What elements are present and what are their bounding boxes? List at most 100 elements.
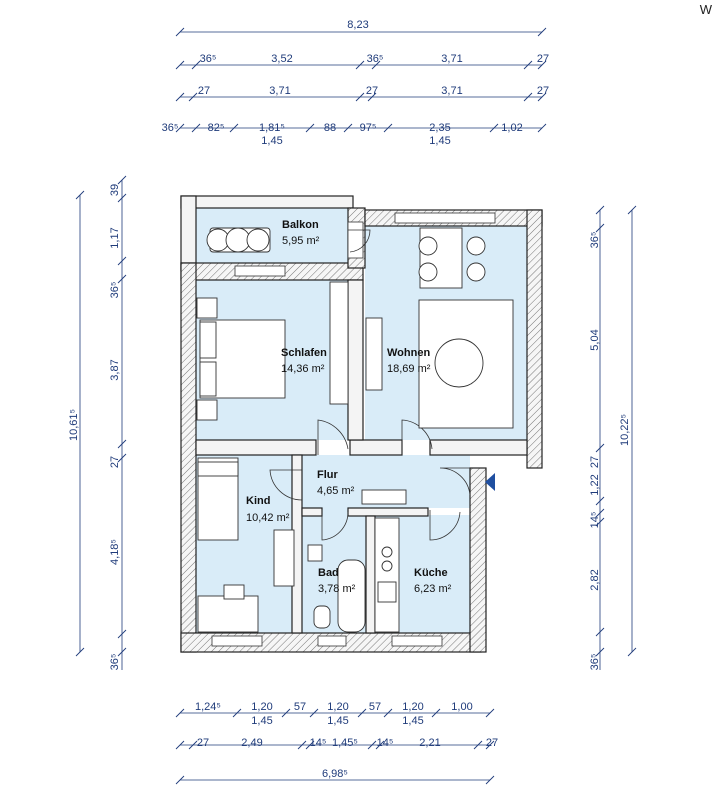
dim-top-row3-d: 88 [324,122,336,134]
entrance-arrow-icon [485,473,495,491]
dim-bottom-row2-f: 2,21 [419,737,440,749]
balcony-chair-right [246,228,270,252]
dim-top-row3-g: 1,02 [501,122,522,134]
dim-left-seg-6: 4,18⁵ [109,539,121,565]
dim-top-row3-sub-b: 1,45 [429,135,450,147]
room-name-bad: Bad [318,567,339,579]
wall-mid-south [349,439,403,456]
dim-bottom-row1-e: 57 [369,701,381,713]
dim-top-row1-e: 27 [537,53,549,65]
room-area-kind: 10,42 m² [246,512,290,524]
room-labels: Balkon 5,95 m² Schlafen 14,36 m² Wohnen … [246,219,452,595]
left-dimension-chain: 10,61⁵ 39 1,17 36⁵ 3,87 27 4,18⁵ 36⁵ [68,175,127,671]
dim-bottom-row2-d: 1,45⁵ [332,737,358,749]
window-kind [211,635,263,647]
corner-label: W [699,2,712,17]
kid-wardrobe [273,529,295,587]
dim-right-seg-4: 27 [589,456,601,468]
chair-4 [466,262,486,282]
dim-top-row3-f: 2,35 [429,122,450,134]
window-schlafen [234,265,286,277]
dim-bottom-row1-c: 57 [294,701,306,713]
doors [269,229,495,541]
dim-top-row2-b: 3,71 [269,85,290,97]
bottom-dimension-chain: 1,24⁵ 1,20 57 1,20 57 1,20 1,00 1,45 1,4… [175,701,498,785]
balcony-door [347,221,364,259]
right-dimension-chain: 36⁵ 5,04 1,22 27 14⁵ 2,82 36⁵ 10,22⁵ [589,205,637,671]
door-schlafen [317,419,349,455]
dim-top-row3-a: 36⁵ [162,122,179,134]
door-bad [321,510,349,541]
hall-cabinet [361,489,407,505]
dim-left-seg-3: 36⁵ [109,282,121,299]
room-area-kueche: 6,23 m² [414,583,452,595]
bed-pillow-bottom [199,361,217,397]
wall-west [180,262,197,653]
room-name-kind: Kind [246,495,270,507]
dim-top-row3-c: 1,81⁵ [259,122,285,134]
room-name-kueche: Küche [414,567,448,579]
room-area-flur: 4,65 m² [317,485,355,497]
kitchen-sink [377,581,397,603]
wall-wohnen-south [429,439,528,456]
furniture [196,227,514,633]
dim-top-row1-c: 36⁵ [367,53,384,65]
nightstand-bottom [196,399,218,421]
room-area-balkon: 5,95 m² [282,235,320,247]
room-name-schlafen: Schlafen [281,347,327,359]
dim-bottom-row1-a: 1,24⁵ [195,701,221,713]
windows [211,212,496,647]
sink [307,544,323,562]
chair-3 [466,236,486,256]
window-bad [317,635,347,647]
dim-right-seg-5: 14⁵ [589,512,601,529]
balcony-table [225,227,251,253]
dim-left-seg-2: 1,17 [109,227,121,248]
kitchen-counter [374,517,400,633]
chair-2 [418,262,438,282]
room-name-wohnen: Wohnen [387,347,430,359]
top-dimension-chain: 8,23 36⁵ 3,52 36⁵ 3,71 27 27 3,71 27 3,7… [162,19,550,147]
room-name-balkon: Balkon [282,219,319,231]
wall-east-lower [469,467,487,653]
dim-bottom-row1-f: 1,20 [402,701,423,713]
door-kind [269,469,303,501]
dim-bottom-row1-sub-b: 1,45 [327,715,348,727]
dim-bottom-row1-g: 1,00 [451,701,472,713]
tv-cabinet [365,317,383,391]
door-entrance [439,467,471,496]
bathtub [337,559,366,633]
dim-left-seg-7: 36⁵ [109,654,121,671]
desk [197,595,259,633]
wardrobe [329,281,349,405]
balcony-rail-top [180,195,354,209]
dim-left-total: 10,61⁵ [68,409,80,441]
chair-1 [418,236,438,256]
wall-schlafen-south [195,439,317,456]
dim-left-seg-4: 3,87 [109,359,121,380]
dim-top-row2-d: 3,71 [441,85,462,97]
window-kueche [391,635,443,647]
dim-left-seg-1: 39 [109,184,121,196]
dim-bottom-row1-d: 1,20 [327,701,348,713]
dim-bottom-row2-e: 14⁵ [377,737,394,749]
dim-top-row1-b: 3,52 [271,53,292,65]
dim-top-total: 8,23 [347,19,368,31]
dim-right-seg-2: 5,04 [589,329,601,350]
dim-right-seg-1: 36⁵ [589,232,601,249]
door-balkon [348,229,371,253]
dim-top-row2-c: 27 [366,85,378,97]
nightstand-top [196,297,218,319]
room-name-flur: Flur [317,469,338,481]
dim-bottom-total: 6,98⁵ [322,768,348,780]
window-wohnen [394,212,496,224]
dim-right-seg-7: 36⁵ [589,654,601,671]
dim-right-seg-3: 1,22 [589,474,601,495]
dim-top-row1-d: 3,71 [441,53,462,65]
desk-chair [223,584,245,600]
kid-bed-pillow [197,461,239,477]
wall-schlafen-wohnen [347,279,364,441]
bed-pillow-top [199,321,217,359]
dim-top-row1-a: 36⁵ [200,53,217,65]
